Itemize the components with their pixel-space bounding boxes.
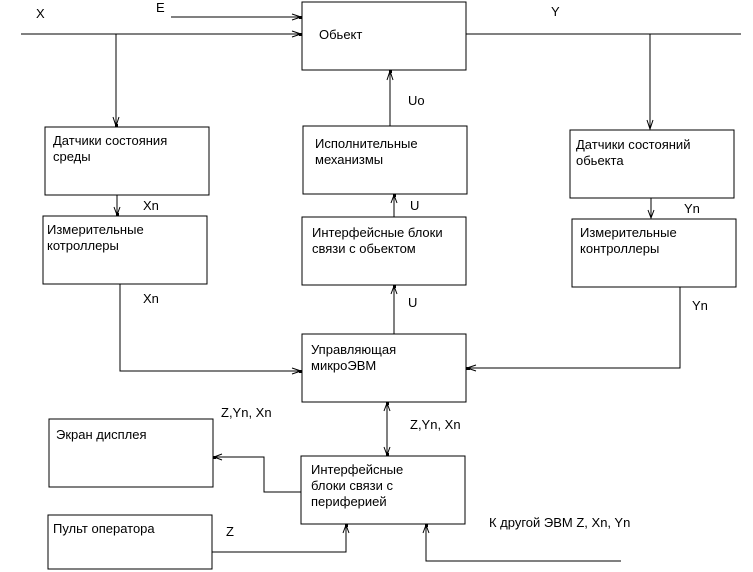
signal-e: E xyxy=(156,0,165,15)
signal-zynxn-display: Z,Yn, Xn xyxy=(221,405,272,420)
signal-u-top: U xyxy=(410,198,420,213)
signal-yn-2: Yn xyxy=(692,298,708,313)
label-obj-interface: Интерфейсные блоки связи с обьектом xyxy=(312,225,443,256)
connector-x-to-env-sensors xyxy=(112,34,120,128)
connector-u-bottom xyxy=(390,284,398,334)
signal-yn-1: Yn xyxy=(684,201,700,216)
connector-other-computer xyxy=(422,523,621,562)
block-obj-sensors xyxy=(569,129,735,199)
connector-u-top xyxy=(390,193,398,217)
signal-z: Z xyxy=(226,524,234,539)
connector-x xyxy=(21,30,303,38)
label-object: Обьект xyxy=(319,27,363,42)
label-micro-computer: Управляющая микроЭВМ xyxy=(311,342,397,373)
block-periph-interface xyxy=(300,455,466,525)
block-micro-computer xyxy=(301,333,467,403)
label-operator-panel: Пульт оператора xyxy=(53,521,155,536)
block-obj-interface xyxy=(301,216,467,286)
signal-zynxn-bus: Z,Yn, Xn xyxy=(410,417,461,432)
connector-e xyxy=(171,13,303,21)
label-display: Экран дисплея xyxy=(56,427,147,442)
signal-x: X xyxy=(36,6,45,21)
block-meas-ctrl-right xyxy=(571,218,737,288)
connector-yn-to-micro xyxy=(465,287,681,372)
block-env-sensors xyxy=(44,126,210,196)
label-meas-ctrl-left: Измерительные котроллеры xyxy=(47,222,144,253)
signal-uo: Uo xyxy=(408,93,425,108)
block-object xyxy=(301,1,467,71)
signal-xn-2: Xn xyxy=(143,291,159,306)
connector-xn-to-micro xyxy=(119,284,303,375)
connector-to-display xyxy=(212,453,301,493)
connector-yn-sensors-to-meas xyxy=(647,198,655,220)
signal-xn-1: Xn xyxy=(143,198,159,213)
label-periph-interface: Интерфейсные блоки связи с периферией xyxy=(311,462,404,509)
connector-z xyxy=(212,523,350,553)
connector-bus-bidirectional xyxy=(383,401,391,457)
connector-y xyxy=(466,33,741,131)
signal-y: Y xyxy=(551,4,560,19)
block-meas-ctrl-left xyxy=(42,215,208,285)
block-operator-panel xyxy=(47,514,213,570)
label-obj-sensors: Датчики состояний обьекта xyxy=(576,137,691,168)
connector-uo xyxy=(386,69,394,126)
label-actuators: Исполнительные механизмы xyxy=(315,136,418,167)
block-display xyxy=(48,418,214,488)
signal-u-bottom: U xyxy=(408,295,418,310)
label-env-sensors: Датчики состояния среды xyxy=(53,133,168,164)
label-meas-ctrl-right: Измерительные контроллеры xyxy=(580,225,677,256)
connector-xn-env-to-meas xyxy=(113,195,121,217)
block-actuators xyxy=(302,125,468,195)
signal-other-computer: К другой ЭВМ Z, Xn, Yn xyxy=(489,515,631,530)
